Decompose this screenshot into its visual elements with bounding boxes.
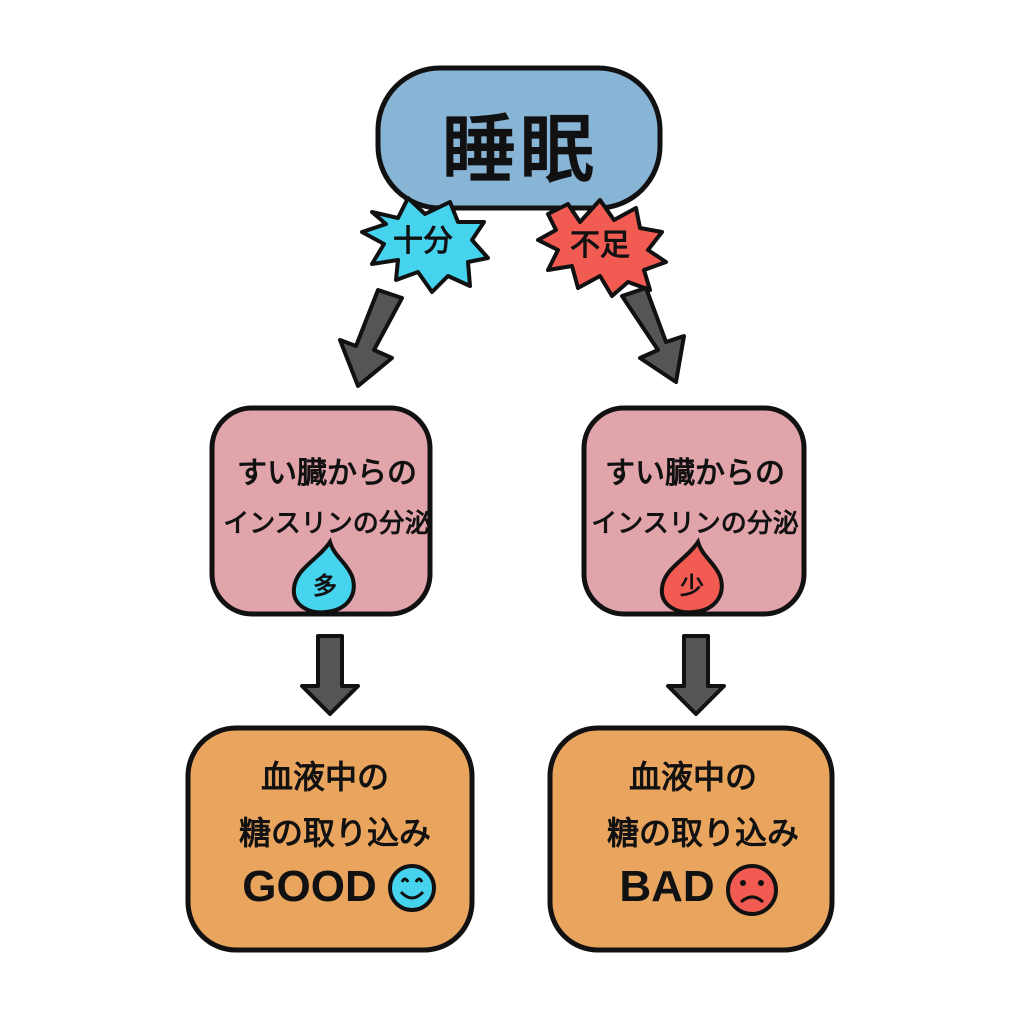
- arrow-left-2: [300, 634, 360, 716]
- middle-left-line2: インスリンの分泌: [223, 509, 431, 539]
- drop-right-shape: [659, 537, 724, 615]
- badge-left-label: 十分: [393, 224, 453, 259]
- bottom-right-line1: 血液中の: [628, 758, 757, 796]
- middle-right-line2: インスリンの分泌: [591, 509, 799, 539]
- drop-left-shape: [291, 537, 356, 615]
- bottom-left-line1: 血液中の: [260, 758, 389, 796]
- arrow-right-1: [620, 286, 686, 384]
- verdict-bad: BAD: [619, 862, 715, 911]
- top-box: [375, 65, 663, 211]
- drop-right-label: 少: [680, 572, 704, 600]
- drop-left-label: 多: [313, 572, 337, 600]
- badge-right-shape: [536, 198, 668, 298]
- smile-icon: [388, 864, 436, 912]
- middle-left-line1: すい臓からの: [237, 456, 417, 491]
- arrow-right-2: [666, 634, 726, 716]
- frown-icon: [726, 864, 778, 916]
- badge-left-shape: [360, 196, 490, 294]
- verdict-good: GOOD: [242, 862, 377, 911]
- bottom-left-line2: 糖の取り込み: [238, 814, 431, 852]
- badge-right-label: 不足: [570, 228, 630, 263]
- middle-right-line1: すい臓からの: [605, 456, 785, 491]
- bottom-right-line2: 糖の取り込み: [606, 814, 799, 852]
- title: 睡眠: [442, 107, 598, 193]
- arrow-left-1: [338, 288, 404, 388]
